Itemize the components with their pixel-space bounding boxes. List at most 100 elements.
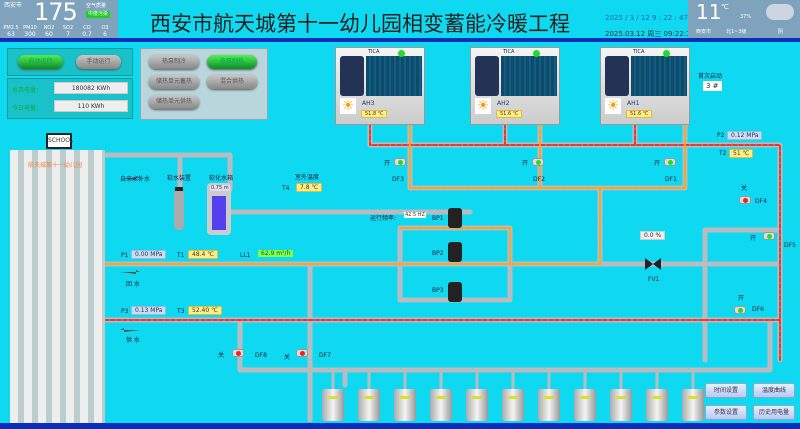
storage-tank <box>538 389 560 421</box>
footer-bar <box>0 423 800 429</box>
ll1-label: LL1 <box>240 252 251 259</box>
df2-label: DF2 <box>533 176 545 183</box>
t4-value: 7.8 ℃ <box>296 183 323 192</box>
weather-unit: ℃ <box>721 3 729 11</box>
aq-key: SO2 <box>62 25 74 31</box>
storage-tank <box>502 389 524 421</box>
tank-drop-lines <box>331 370 695 389</box>
mixed-heating-button[interactable]: 混合供热 <box>207 75 257 89</box>
pump-bp2[interactable]: BP2 <box>432 250 444 257</box>
t2-value: 51 ℃ <box>729 149 754 158</box>
pump-icons <box>448 208 462 302</box>
fan-icon <box>475 56 499 96</box>
storage-tank <box>682 389 704 421</box>
clock-date: 2025.03.12 周三 09:22:13 <box>605 30 695 38</box>
t3-value: 52.40 ℃ <box>188 306 222 315</box>
status-led <box>533 50 540 57</box>
pump-bp3[interactable]: BP3 <box>432 287 444 294</box>
heat-pump-heat-button[interactable]: 热泵制热 <box>207 55 257 69</box>
freq-value: 42.5 HZ <box>404 212 426 218</box>
total-energy-value: 180082 KWh <box>54 82 128 94</box>
aq-val: 63 <box>7 31 15 38</box>
p3-label: P3 <box>121 308 129 315</box>
aq-key: CO <box>83 25 91 31</box>
t1-value: 48.4 ℃ <box>188 250 219 259</box>
valve-df3[interactable] <box>394 158 406 166</box>
header-divider <box>0 38 800 42</box>
unit-temp: 51.8 ℃ <box>361 110 388 118</box>
school-sign: SCHOOL <box>46 133 73 149</box>
softener-icon <box>174 187 184 230</box>
weather-panel: 11 ℃ 37% 西安市 北1~3级 阴 <box>688 0 800 38</box>
aq-key: PM2.5 <box>3 25 19 31</box>
unit-name: AH2 <box>497 100 510 107</box>
first-start-value: 3 # <box>703 81 722 91</box>
df8-label: DF8 <box>255 352 267 359</box>
ll1-value: 62.9 m³/h <box>258 250 294 257</box>
grille <box>631 56 687 96</box>
fv1-opening[interactable]: 0.0 % <box>640 231 666 240</box>
heat-pump-cool-button[interactable]: 热泵制冷 <box>149 55 199 69</box>
first-start-label: 首次启动 <box>698 73 723 80</box>
valve-df8[interactable] <box>232 349 244 357</box>
valve-df6[interactable] <box>734 306 746 314</box>
df2-state: 开 <box>522 160 529 167</box>
soft-water-tank-icon <box>207 183 231 235</box>
weather-cond: 阴 <box>778 29 784 35</box>
weather-wind: 北1~3级 <box>726 29 747 35</box>
storage-tank <box>466 389 488 421</box>
auto-run-button[interactable]: 自动运行 <box>18 55 63 69</box>
df3-label: DF3 <box>392 176 404 183</box>
storage-supply-button[interactable]: 储热单元供热 <box>149 95 199 109</box>
flow-arrows <box>120 176 140 332</box>
tank-level: 0.75 m <box>210 185 230 191</box>
p2-value: 0.12 MPa <box>727 131 763 140</box>
pump-bp1[interactable]: BP1 <box>432 215 444 222</box>
history-energy-button[interactable]: 历史用电量 <box>753 405 795 420</box>
status-led <box>663 50 670 57</box>
page-title: 西安市航天城第十一幼儿园相变蓄能冷暖工程 <box>150 12 570 36</box>
total-energy-label: 总用电量： <box>12 87 43 94</box>
school-name: 航天城第十一幼儿园 <box>28 162 83 169</box>
storage-tank <box>394 389 416 421</box>
brand-logo: TICA <box>368 49 380 55</box>
df8-state: 关 <box>218 352 225 359</box>
valve-df7[interactable] <box>296 349 308 357</box>
sun-icon: ☀ <box>475 98 491 114</box>
aq-key: NO2 <box>43 25 55 31</box>
time-settings-button[interactable]: 时间设置 <box>705 383 747 398</box>
today-energy-label: 今日电量： <box>12 105 43 112</box>
softener-label: 软水装置 <box>167 175 192 182</box>
df1-label: DF1 <box>665 176 677 183</box>
temp-curve-button[interactable]: 温度曲线 <box>753 383 795 398</box>
df7-label: DF7 <box>319 352 331 359</box>
soft-tank-label: 软化水箱 <box>209 175 234 182</box>
aq-key: O3 <box>101 25 109 31</box>
storage-charge-button[interactable]: 储热单元蓄热 <box>149 75 199 89</box>
mode-panel: 自动运行 手动运行 <box>7 48 133 76</box>
p1-label: P1 <box>121 252 129 259</box>
sun-icon: ☀ <box>605 98 621 114</box>
flow-markers <box>104 117 781 361</box>
valve-df2[interactable] <box>532 158 544 166</box>
valve-df5[interactable] <box>763 232 775 240</box>
aq-val: 300 <box>24 31 36 38</box>
fv1-valve-icon <box>645 258 661 270</box>
sun-icon: ☀ <box>340 98 356 114</box>
school-building <box>10 150 105 423</box>
fan-icon <box>340 56 364 96</box>
t1-label: T1 <box>177 252 185 259</box>
manual-run-button[interactable]: 手动运行 <box>76 55 121 69</box>
valve-df4[interactable] <box>739 196 751 204</box>
outdoor-temp-label: 室外温度 <box>295 174 320 181</box>
param-settings-button[interactable]: 参数设置 <box>705 405 747 420</box>
fan-icon <box>605 56 629 96</box>
df5-state: 开 <box>750 235 757 242</box>
cloud-icon <box>766 4 794 20</box>
valve-df1[interactable] <box>664 158 676 166</box>
grille <box>366 56 422 96</box>
